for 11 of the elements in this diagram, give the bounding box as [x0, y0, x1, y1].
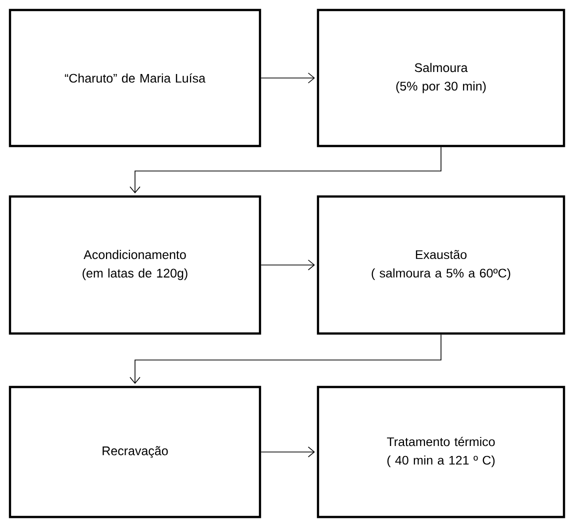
arrow [260, 72, 315, 84]
process-box: Acondicionamento (em latas de 120g) [8, 195, 262, 335]
arrow [260, 446, 315, 458]
process-box: Salmoura (5% por 30 min) [316, 8, 566, 148]
arrow [130, 146, 442, 194]
arrow [260, 260, 315, 270]
process-box: Tratamento térmico ( 40 min a 121 º C) [316, 386, 566, 518]
process-box: “Charuto” de Maria Luísa [8, 8, 262, 148]
arrow [130, 334, 442, 384]
process-box: Exaustão ( salmoura a 5% a 60ºC) [316, 195, 566, 335]
process-box: Recravação [8, 386, 262, 518]
